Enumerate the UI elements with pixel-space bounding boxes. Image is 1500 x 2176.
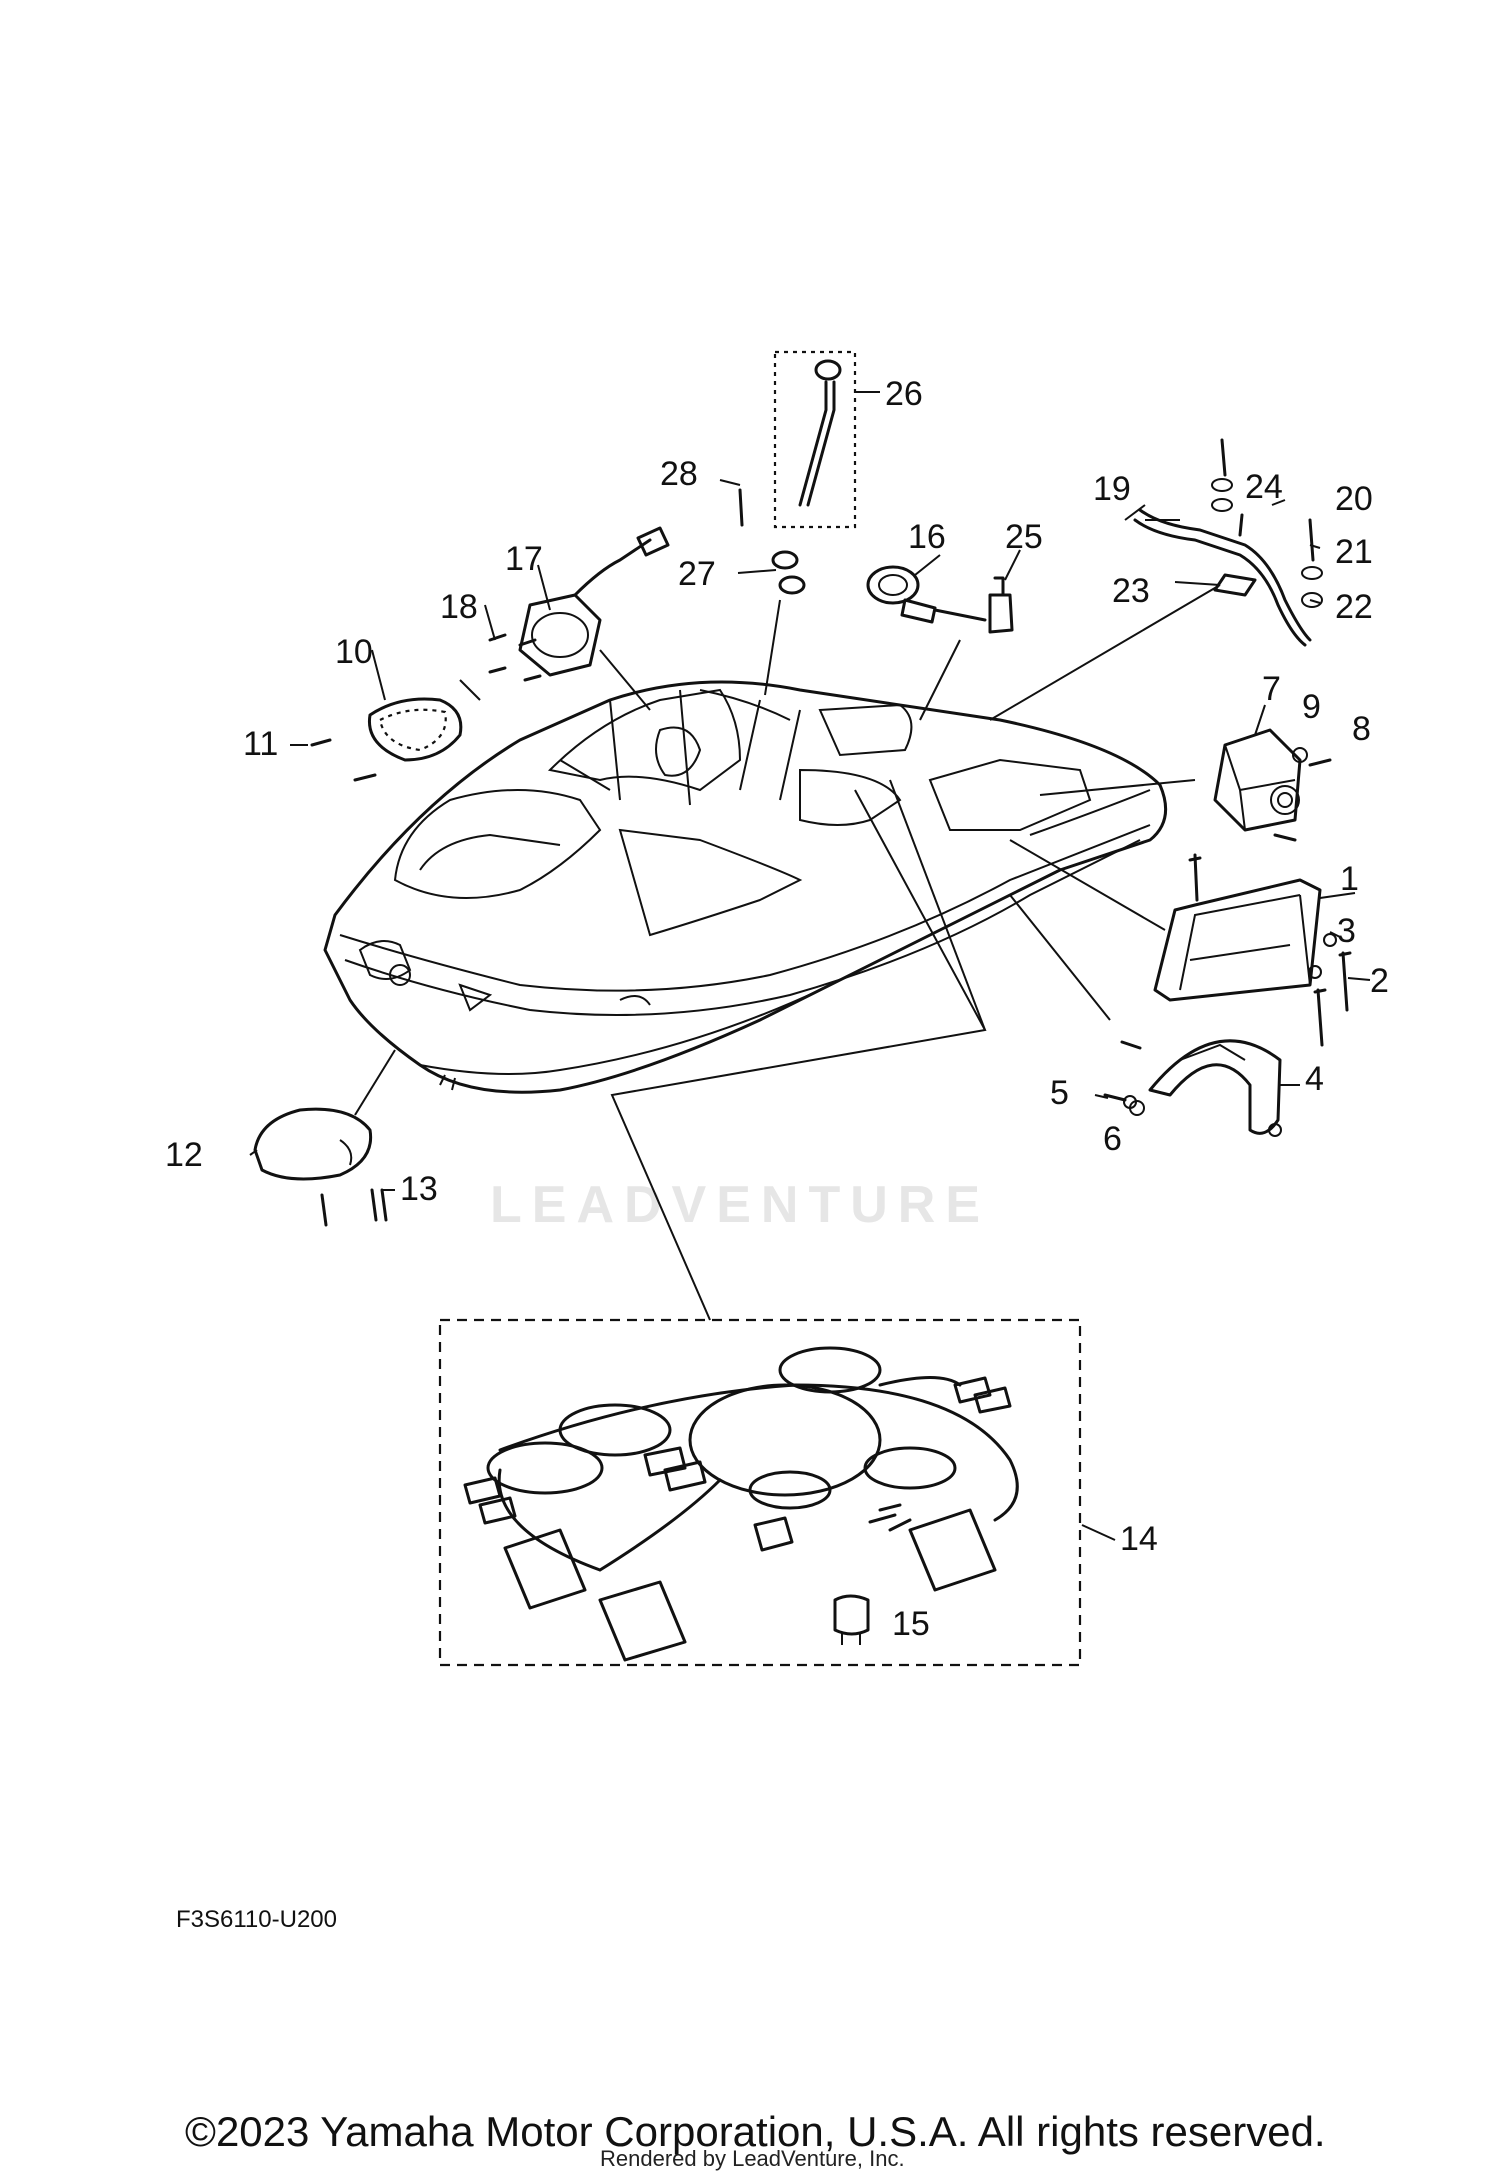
part-10-speaker [367,697,463,762]
callout-17: 17 [505,540,543,578]
callout-6: 6 [1103,1120,1122,1158]
callout-20: 20 [1335,480,1373,518]
callout-27: 27 [678,555,716,593]
callout-18: 18 [440,588,478,626]
callout-13: 13 [400,1170,438,1208]
callout-1: 1 [1340,860,1359,898]
callout-10: 10 [335,633,373,671]
part-11-screws [310,738,377,782]
callout-21: 21 [1335,533,1373,571]
part-12-cover [253,1107,373,1181]
boat-hull [323,680,1168,1094]
part-16-grommet [866,565,920,605]
part-18-screws [488,633,542,682]
callout-7: 7 [1262,670,1281,708]
callout-25: 25 [1005,518,1043,556]
callout-22: 22 [1335,588,1373,626]
callout-26: 26 [885,375,923,413]
part-1-control-unit [1153,878,1322,1002]
part-8-9-screw-washer [1273,747,1332,842]
rendered-by: Rendered by LeadVenture, Inc. [600,2146,905,2171]
part-4-strap [1148,1039,1282,1137]
callout-8: 8 [1352,710,1371,748]
part-25-sensor [900,576,1014,634]
part-7-amplifier [1213,728,1302,832]
callout-12: 12 [165,1136,203,1174]
watermark: LEADVENTURE [490,1176,991,1234]
part-19-grab-rail [1133,508,1312,647]
part-14-wire-harness [438,1318,1082,1667]
callout-11: 11 [243,725,278,763]
part-17-speaker-bracket [518,526,670,677]
callout-3: 3 [1337,912,1356,950]
callout-2: 2 [1370,962,1389,1000]
callout-24: 24 [1245,468,1283,506]
diagram-code: F3S6110-U200 [176,1906,337,1933]
copyright-notice: ©2023 Yamaha Motor Corporation, U.S.A. A… [185,2108,1326,2155]
part-15-plug [833,1594,870,1645]
callout-19: 19 [1093,470,1131,508]
callout-9: 9 [1302,688,1321,726]
callout-labels: 1 2 3 4 5 6 7 8 9 10 11 12 13 14 15 16 1… [165,375,1389,1643]
part-20-24-hardware [1211,438,1323,608]
callout-4: 4 [1305,1060,1324,1098]
leader-lines [249,391,1371,1541]
part-2-3-bolts [1188,853,1352,1047]
part-13-screws [320,1188,388,1227]
callout-15: 15 [892,1605,930,1643]
part-26-strut [773,350,857,529]
part-27-28-fittings [738,488,806,595]
callout-5: 5 [1050,1074,1069,1112]
callout-23: 23 [1112,572,1150,610]
callout-28: 28 [660,455,698,493]
part-5-6-screw-washer [1103,1040,1145,1116]
callout-16: 16 [908,518,946,556]
callout-14: 14 [1120,1520,1158,1558]
